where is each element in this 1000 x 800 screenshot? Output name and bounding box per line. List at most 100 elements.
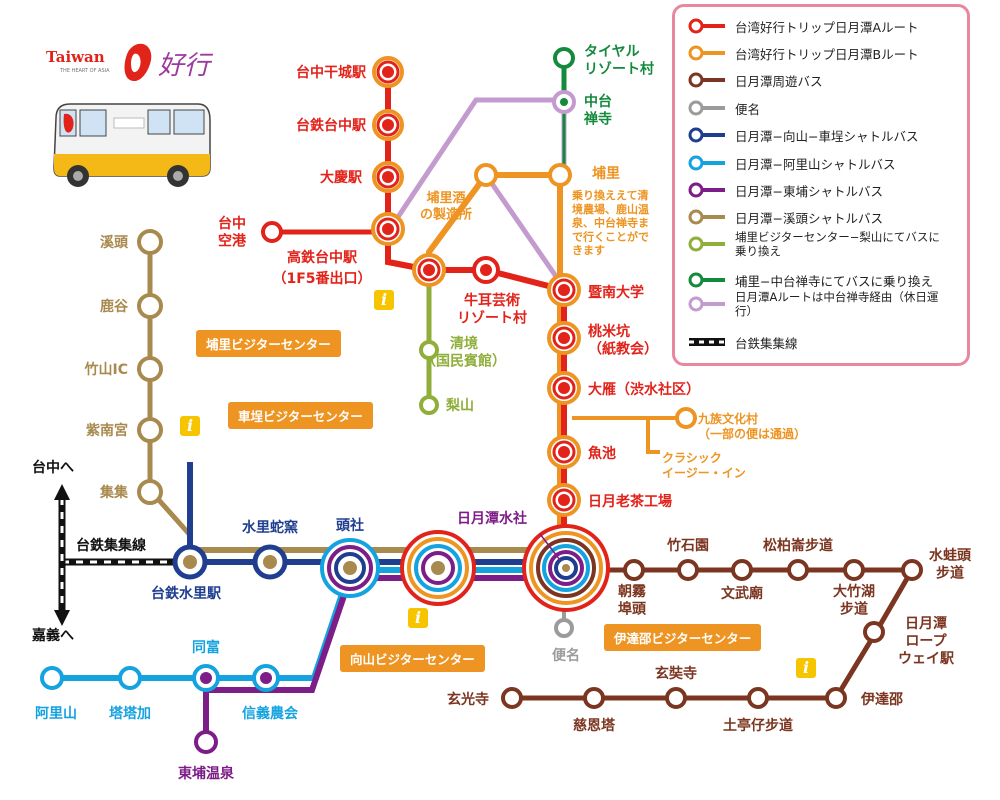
station-ita-thao[interactable] bbox=[825, 687, 847, 709]
label-qingjing: 清境（国民賓館） bbox=[422, 335, 506, 370]
legend-label: 台湾好行トリップ日月潭Bルート bbox=[735, 46, 919, 62]
info-icon-xiangshan: i bbox=[408, 608, 428, 628]
label-lishan: 梨山 bbox=[445, 397, 474, 414]
station-sun-moon-tea[interactable] bbox=[547, 483, 581, 517]
station-alishan[interactable] bbox=[40, 666, 64, 690]
station-jiji[interactable] bbox=[137, 479, 163, 505]
station-puli-winery[interactable] bbox=[474, 163, 498, 187]
station-binming[interactable] bbox=[554, 618, 574, 638]
info-icon-ita-thao: i bbox=[796, 658, 816, 678]
station-xuanguang[interactable] bbox=[501, 687, 523, 709]
map-legend: 台湾好行トリップ日月潭Aルート台湾好行トリップ日月潭Bルート日月潭周遊バス便名日… bbox=[672, 4, 970, 366]
info-icon-checheng: i bbox=[180, 416, 200, 436]
station-hsr-taichung[interactable] bbox=[371, 212, 405, 246]
station-puli-b[interactable] bbox=[548, 163, 572, 187]
station-xiangshan[interactable] bbox=[400, 530, 476, 606]
station-niuer-a[interactable] bbox=[472, 256, 500, 284]
station-ropeway[interactable] bbox=[863, 621, 885, 643]
label-dongpu: 東埔温泉 bbox=[178, 765, 235, 782]
label-zhushi: 竹石園 bbox=[666, 537, 709, 554]
label-xuanguang: 玄光寺 bbox=[447, 691, 489, 708]
legend-label: 台鉄集集線 bbox=[735, 335, 798, 351]
station-dongpu[interactable] bbox=[194, 730, 218, 754]
label-jiji-line: 台鉄集集線 bbox=[76, 537, 146, 554]
label-shuili: 台鉄水里駅 bbox=[151, 585, 222, 602]
label-sun-moon-lake: 日月潭水社 bbox=[457, 510, 527, 527]
legend-swatch bbox=[688, 45, 725, 61]
station-yuchi[interactable] bbox=[547, 435, 581, 469]
logo-brand: Taiwan bbox=[46, 48, 105, 66]
info-checheng-vc[interactable]: 車埕ビジターセンター bbox=[228, 402, 373, 429]
station-taomi[interactable] bbox=[547, 321, 581, 355]
legend-item: 日月潭−溪頭シャトルバス bbox=[687, 206, 883, 228]
info-puli-vc[interactable]: 埔里ビジターセンター bbox=[196, 330, 341, 357]
station-taichung-qiancheng[interactable] bbox=[372, 56, 404, 88]
logo-script: 好行 bbox=[158, 51, 214, 81]
label-atayal: タイヤルリゾート村 bbox=[584, 44, 654, 78]
station-niuer-b[interactable] bbox=[412, 253, 446, 287]
station-labels: 台中干城駅 台鉄台中駅 大慶駅 台中空港 高鉄台中駅 （1F5番出口） 埔里酒の… bbox=[31, 44, 972, 782]
station-cien[interactable] bbox=[583, 687, 605, 709]
station-daqing[interactable] bbox=[372, 161, 404, 193]
label-hsr-taichung: 高鉄台中駅 bbox=[287, 249, 358, 266]
station-sun-moon-lake[interactable] bbox=[522, 524, 610, 612]
station-chungtai[interactable] bbox=[552, 90, 576, 114]
station-tongfu[interactable] bbox=[192, 664, 220, 692]
label-sun-moon-tea: 日月老茶工場 bbox=[588, 493, 672, 510]
legend-label: 日月潭−東埔シャトルバス bbox=[735, 183, 883, 199]
label-toushe: 頭社 bbox=[336, 517, 364, 534]
station-zhushan-ic[interactable] bbox=[137, 356, 163, 382]
station-zhaowu[interactable] bbox=[623, 559, 645, 581]
legend-swatch bbox=[688, 236, 725, 252]
legend-item: 便名 bbox=[687, 97, 760, 119]
legend-item: 日月潭−向山−車埕シャトルバス bbox=[687, 124, 918, 146]
station-shuiwatou[interactable] bbox=[901, 559, 923, 581]
label-xuanzang: 玄奘寺 bbox=[655, 665, 697, 682]
logo-tagline: THE HEART OF ASIA bbox=[60, 68, 110, 74]
station-toushe[interactable] bbox=[320, 538, 380, 598]
station-lugu[interactable] bbox=[137, 293, 163, 319]
label-taichung-airport: 台中空港 bbox=[218, 215, 247, 250]
label-to-taichung: 台中へ bbox=[32, 459, 74, 476]
legend-swatch bbox=[688, 209, 725, 225]
legend-label: 日月潭−向山−車埕シャトルバス bbox=[735, 128, 919, 144]
station-jinan-univ[interactable] bbox=[547, 273, 581, 307]
station-tra-taichung[interactable] bbox=[372, 109, 404, 141]
station-xitou[interactable] bbox=[137, 229, 163, 255]
label-puli-note: 乗り換ええて清境農場、鹿山温泉、中台禅寺まで行くことができます bbox=[571, 188, 649, 257]
label-chungtai: 中台禅寺 bbox=[583, 93, 612, 128]
station-xuanzang[interactable] bbox=[665, 687, 687, 709]
station-zinangong[interactable] bbox=[137, 417, 163, 443]
route-b-branch-inn bbox=[646, 418, 660, 454]
station-tataka[interactable] bbox=[118, 666, 142, 690]
station-shuili-snake[interactable] bbox=[252, 544, 288, 580]
station-songbai[interactable] bbox=[787, 559, 809, 581]
xitou-route-line bbox=[147, 242, 193, 562]
legend-swatch bbox=[689, 338, 725, 346]
station-classic-inn[interactable] bbox=[647, 451, 649, 453]
info-xiangshan-vc[interactable]: 向山ビジターセンター bbox=[340, 645, 485, 672]
station-shuili[interactable] bbox=[172, 544, 208, 580]
label-lugu: 鹿谷 bbox=[99, 298, 129, 315]
legend-label: 日月潭−阿里山シャトルバス bbox=[735, 156, 896, 172]
label-hsr-exit: （1F5番出口） bbox=[272, 270, 371, 287]
label-classic-inn: クラシックイージー・イン bbox=[662, 451, 746, 480]
station-atayal[interactable] bbox=[553, 47, 575, 69]
station-dayan[interactable] bbox=[547, 371, 581, 405]
label-wenwu: 文武廟 bbox=[721, 585, 763, 602]
station-tudingzi[interactable] bbox=[747, 687, 769, 709]
label-xinyi: 信義農会 bbox=[242, 705, 299, 722]
station-formosan-village[interactable] bbox=[675, 407, 697, 429]
station-wenwu[interactable] bbox=[731, 559, 753, 581]
station-dazhuhu[interactable] bbox=[843, 559, 865, 581]
station-xinyi[interactable] bbox=[252, 664, 280, 692]
legend-swatch bbox=[688, 155, 725, 171]
station-qingjing[interactable] bbox=[419, 340, 439, 360]
info-ita-thao-vc[interactable]: 伊達邵ビジターセンター bbox=[604, 624, 762, 651]
station-lishan[interactable] bbox=[419, 395, 439, 415]
info-icon-puli: i bbox=[374, 290, 394, 310]
holiday-route-west bbox=[385, 97, 564, 234]
station-zhushi[interactable] bbox=[677, 559, 699, 581]
station-taichung-airport[interactable] bbox=[261, 221, 283, 243]
label-binming: 便名 bbox=[552, 647, 580, 664]
